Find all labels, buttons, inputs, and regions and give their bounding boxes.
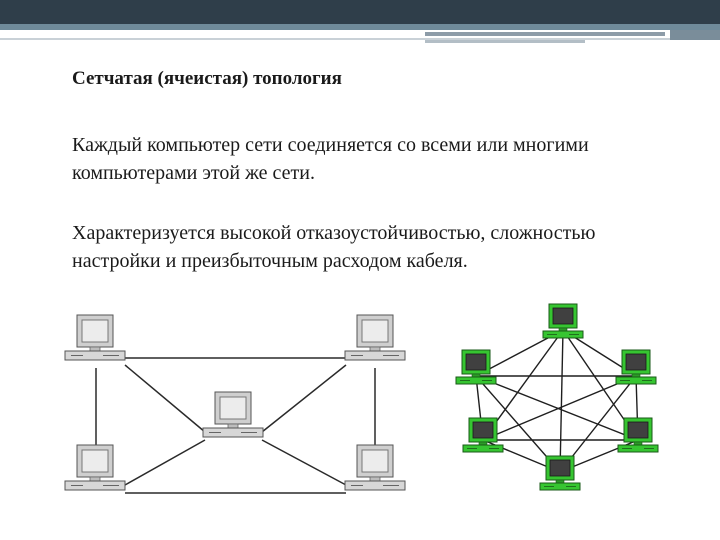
green-computer-icon [615,349,657,385]
decorative-stripe [425,40,585,43]
grey-diagram-cables [95,357,376,494]
decorative-stripe [425,32,665,36]
header-bar [0,0,720,24]
header-accent [0,24,720,30]
grey-computer-icon [344,314,406,361]
green-computer-icon [539,455,581,491]
decorative-stripe [0,38,720,40]
decorative-stripe [670,30,720,40]
green-computer-icon [455,349,497,385]
description-paragraph: Каждый компьютер сети соединяется со все… [72,134,589,184]
green-computer-icon [462,417,504,453]
grey-computer-icon [64,314,126,361]
grey-computer-icon [64,444,126,491]
grey-computer-icon [344,444,406,491]
green-computer-icon [617,417,659,453]
green-computer-icon [542,303,584,339]
slide-title: Сетчатая (ячеистая) топология [72,68,342,89]
characteristics-paragraph: Характеризуется высокой отказоустойчивос… [72,222,596,272]
grey-computer-icon [202,391,264,438]
